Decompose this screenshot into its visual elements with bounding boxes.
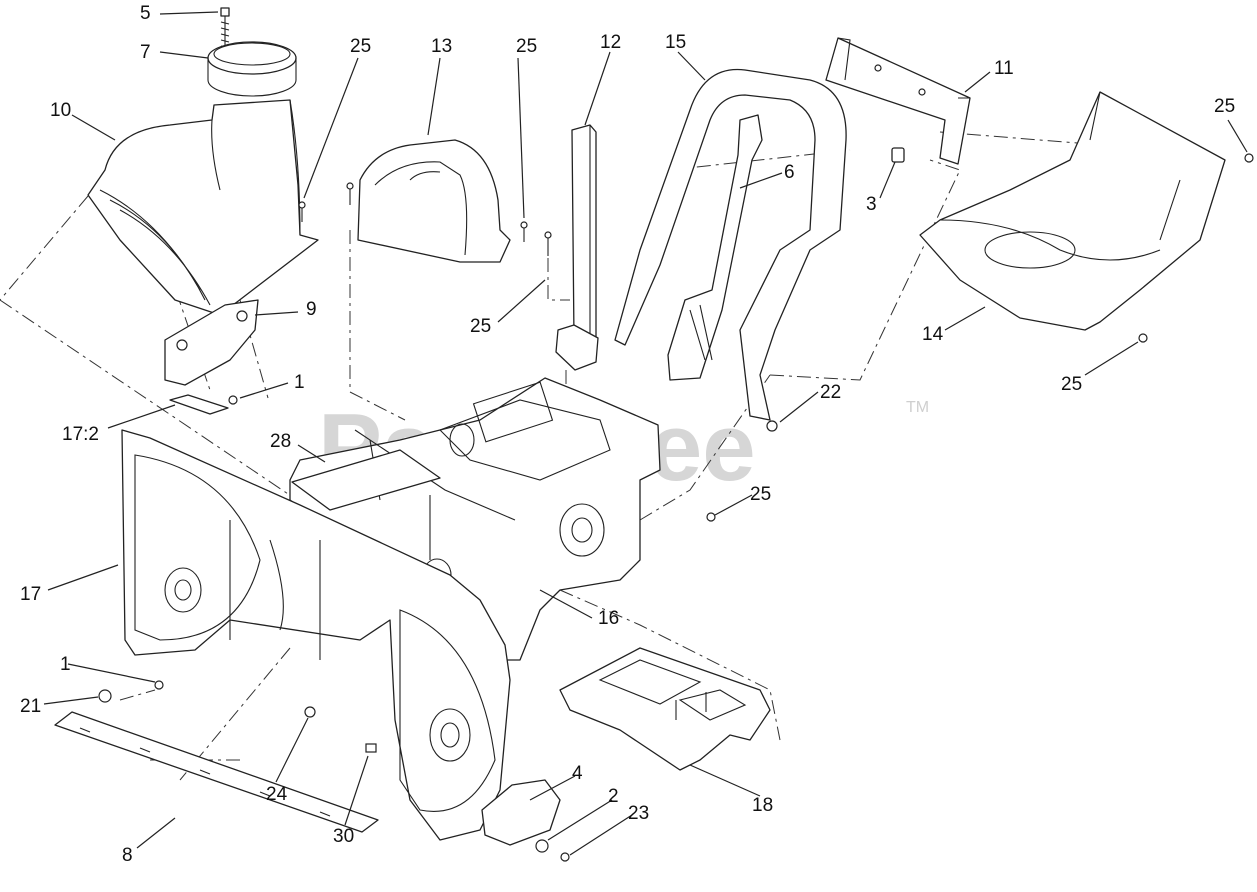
frame-part-16 bbox=[289, 377, 661, 661]
callout-25-c: 25 bbox=[1214, 96, 1235, 117]
washer-part-2 bbox=[535, 839, 549, 853]
callout-25-b: 25 bbox=[516, 36, 537, 57]
knob-part-21 bbox=[98, 689, 112, 703]
callout-25-f: 25 bbox=[750, 484, 771, 505]
collar-ring-part-7 bbox=[207, 41, 297, 97]
watermark-trademark: TM bbox=[906, 399, 929, 416]
callout-17-2: 17:2 bbox=[62, 424, 99, 445]
handle-frame-part-15 bbox=[614, 68, 847, 421]
handle-part-6 bbox=[667, 114, 763, 381]
callout-5: 5 bbox=[140, 3, 151, 24]
bolt-part-1-upper bbox=[228, 395, 238, 405]
callout-11: 11 bbox=[994, 58, 1014, 79]
deflector-part-9 bbox=[164, 299, 259, 386]
clip-part-3 bbox=[891, 147, 905, 163]
callout-12: 12 bbox=[600, 32, 621, 53]
panel-part-14 bbox=[919, 91, 1226, 331]
callout-2: 2 bbox=[608, 786, 619, 807]
callout-23: 23 bbox=[628, 803, 649, 824]
chute-part-10 bbox=[87, 99, 319, 316]
plate-part-28 bbox=[291, 449, 441, 511]
callout-1-a: 1 bbox=[294, 372, 305, 393]
bolt-part-30 bbox=[365, 743, 377, 753]
callout-28: 28 bbox=[270, 431, 291, 452]
plate-part-18 bbox=[559, 647, 771, 771]
callout-25-d: 25 bbox=[470, 316, 491, 337]
callout-4: 4 bbox=[572, 763, 583, 784]
callout-17: 17 bbox=[20, 584, 41, 605]
callout-10: 10 bbox=[50, 100, 71, 121]
bolt-part-24 bbox=[304, 706, 316, 718]
callout-25-a: 25 bbox=[350, 36, 371, 57]
callout-9: 9 bbox=[306, 299, 317, 320]
nut-part-23 bbox=[560, 852, 570, 862]
callout-30: 30 bbox=[333, 826, 354, 847]
cover-part-13 bbox=[357, 139, 511, 263]
callout-18: 18 bbox=[752, 795, 773, 816]
housing-part-17 bbox=[121, 429, 511, 841]
callout-1-b: 1 bbox=[60, 654, 71, 675]
bolt-part-22 bbox=[766, 420, 778, 432]
leader-lines bbox=[43, 11, 1248, 856]
post-part-12 bbox=[555, 124, 599, 371]
callout-15: 15 bbox=[665, 32, 686, 53]
callout-8: 8 bbox=[122, 845, 133, 866]
callout-21: 21 bbox=[20, 696, 41, 717]
callout-24: 24 bbox=[266, 784, 288, 805]
callout-3: 3 bbox=[866, 194, 877, 215]
callout-22: 22 bbox=[820, 382, 841, 403]
bolt-part-1-lower bbox=[154, 680, 164, 690]
callout-7: 7 bbox=[140, 42, 151, 63]
bolts-part-25 bbox=[298, 153, 1254, 522]
callout-labels: 5 7 25 13 25 12 15 11 10 25 6 3 9 25 14 … bbox=[20, 3, 1235, 866]
bracket-part-11 bbox=[825, 37, 971, 165]
callout-6: 6 bbox=[784, 162, 795, 183]
callout-14: 14 bbox=[922, 324, 944, 345]
callout-13: 13 bbox=[431, 36, 452, 57]
callout-25-e: 25 bbox=[1061, 374, 1082, 395]
skid-part-4 bbox=[481, 779, 561, 846]
decal-part-17-2 bbox=[169, 394, 229, 415]
callout-16: 16 bbox=[598, 608, 619, 629]
scraper-part-8 bbox=[54, 711, 379, 833]
